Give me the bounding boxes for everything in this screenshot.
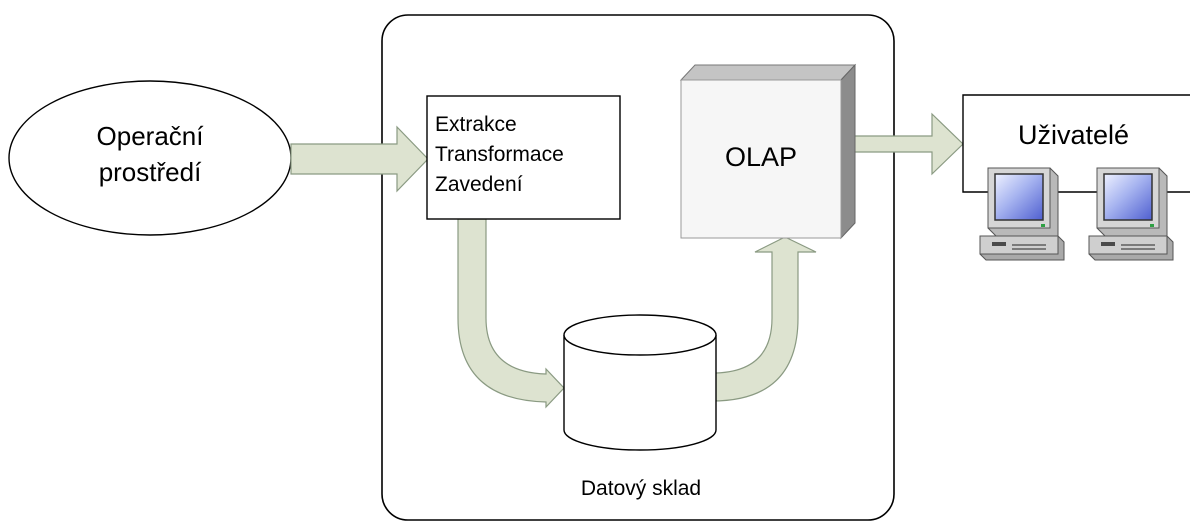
etl-label: Extrakce Transformace Zavedení bbox=[435, 110, 564, 200]
source-label: Operační prostředí bbox=[8, 118, 292, 190]
arrow-olap-to-users bbox=[845, 112, 964, 176]
warehouse-label: Datový sklad bbox=[580, 477, 702, 500]
etl-label-line3: Zavedení bbox=[435, 173, 523, 196]
etl-label-line1: Extrakce bbox=[435, 113, 517, 136]
source-label-line2: prostředí bbox=[98, 157, 202, 187]
arrow-warehouse-to-olap bbox=[711, 236, 817, 402]
source-label-line1: Operační bbox=[96, 121, 204, 151]
etl-label-line2: Transformace bbox=[435, 143, 564, 166]
olap-label: OLAP bbox=[724, 142, 798, 172]
olap-cube bbox=[679, 63, 857, 240]
users-label: Uživatelé bbox=[1018, 120, 1130, 150]
warehouse-cylinder bbox=[563, 314, 717, 451]
computer-icon bbox=[979, 167, 1065, 261]
etl-box bbox=[426, 95, 621, 220]
computer-icon bbox=[1088, 167, 1174, 261]
arrow-etl-to-warehouse bbox=[457, 218, 565, 409]
arrow-source-to-etl bbox=[290, 125, 429, 193]
system-boundary bbox=[381, 14, 895, 521]
